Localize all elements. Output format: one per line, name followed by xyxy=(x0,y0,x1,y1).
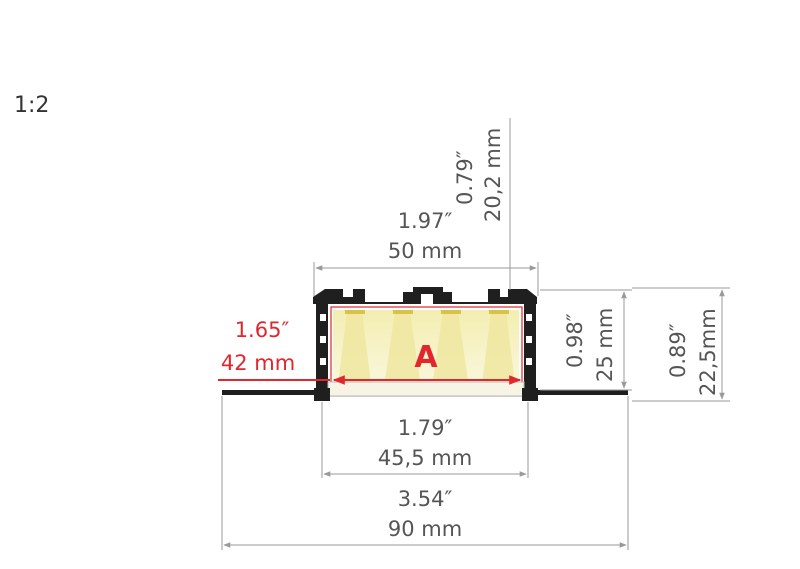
led-chip xyxy=(393,310,413,314)
led-beams xyxy=(337,312,516,392)
depth-inch-label: 0.79″ xyxy=(453,150,477,205)
top-width-mm-label: 50 mm xyxy=(388,239,462,263)
top-slot xyxy=(421,294,433,304)
left-flange xyxy=(222,390,318,395)
depth-mm-label: 20,2 mm xyxy=(481,128,505,222)
led-chip xyxy=(345,310,365,314)
flange-width-inch-label: 3.54″ xyxy=(398,487,453,511)
inner-width-inch-label: 1.65″ xyxy=(235,318,290,342)
aluminium-profile xyxy=(222,287,628,401)
left-foot xyxy=(314,388,330,401)
inner-width-mm-label: 42 mm xyxy=(221,351,295,375)
right-flange xyxy=(534,390,628,395)
flange-width-mm-label: 90 mm xyxy=(388,517,462,541)
led-chip xyxy=(441,310,461,314)
bottom-width-mm-label: 45,5 mm xyxy=(378,446,472,470)
profile-left-wall xyxy=(316,300,328,398)
right-foot xyxy=(522,388,538,401)
scale-label: 1:2 xyxy=(14,93,49,118)
profile-right-wall xyxy=(524,300,536,398)
total-height-mm-label: 22,5mm xyxy=(696,308,720,396)
top-width-inch-label: 1.97″ xyxy=(398,209,453,233)
total-height-inch-label: 0.89″ xyxy=(666,323,690,378)
section-marker-a: A xyxy=(414,340,438,375)
led-chip xyxy=(489,310,509,314)
bottom-width-inch-label: 1.79″ xyxy=(398,416,453,440)
side-height-mm-label: 25 mm xyxy=(593,308,617,382)
side-height-inch-label: 0.98″ xyxy=(563,313,587,368)
diffuser xyxy=(327,381,525,397)
